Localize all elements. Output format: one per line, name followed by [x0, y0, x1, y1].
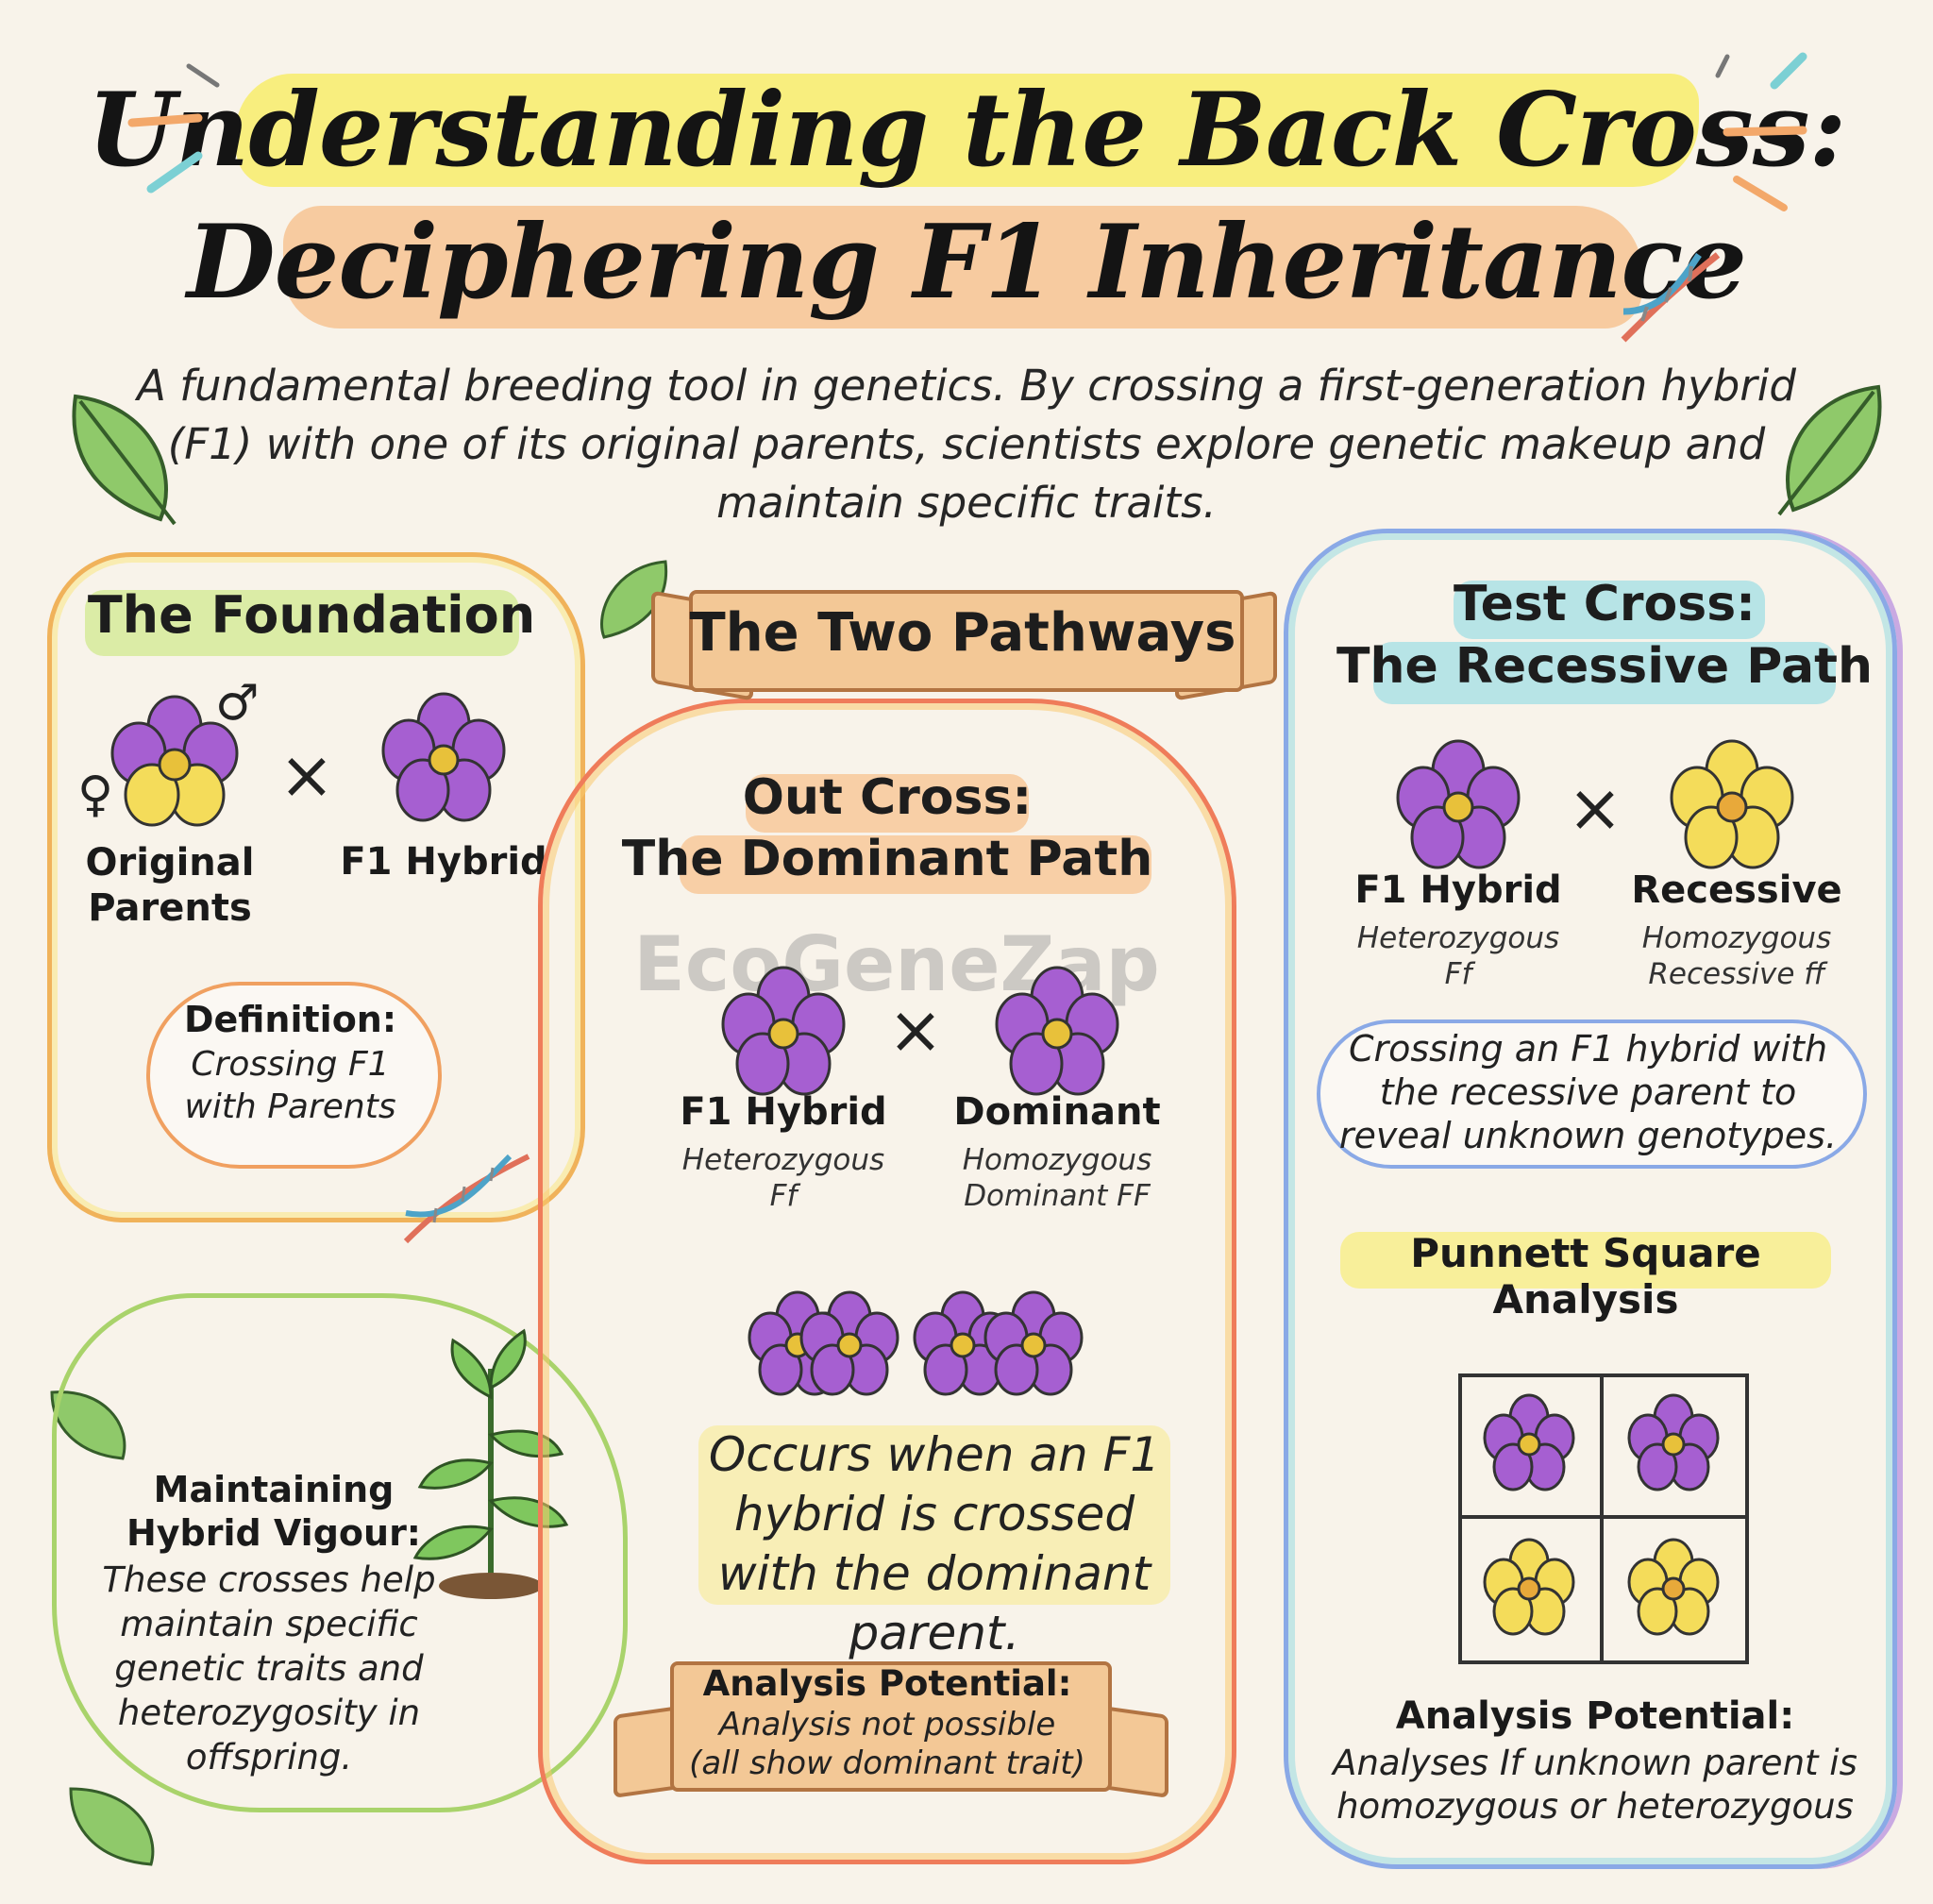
outcross-f1-label: F1 Hybrid	[680, 1090, 887, 1134]
page-title-line1: Understanding the Back Cross:	[87, 71, 1847, 190]
outcross-description: Occurs when an F1 hybrid is crossed with…	[708, 1427, 1161, 1660]
definition-bubble	[146, 982, 442, 1169]
testcross-f1-sub2: Ff	[1444, 957, 1472, 991]
outcross-dominant-label: Dominant	[953, 1090, 1161, 1134]
hybrid-vigour-panel	[52, 1293, 628, 1812]
punnett-divider	[1600, 1373, 1604, 1664]
outcross-analysis-ribbon	[670, 1661, 1112, 1792]
testcross-heading-bg	[1373, 642, 1836, 704]
outcross-description-bg	[698, 1425, 1170, 1605]
punnett-flowers-icon	[1483, 1393, 1720, 1636]
sprouting-plant-icon	[412, 1328, 569, 1599]
two-pathways-title: The Two Pathways	[689, 602, 1236, 664]
title-highlight-yellow	[236, 74, 1699, 187]
two-pathways-banner	[689, 590, 1244, 692]
foundation-heading: The Foundation	[87, 585, 536, 645]
testcross-analysis-text: Analyses If unknown parent is homozygous…	[1333, 1743, 1857, 1827]
outcross-dominant-sub1: Homozygous	[962, 1143, 1152, 1177]
test-cross-panel	[1284, 529, 1897, 1869]
dna-icon	[403, 1154, 530, 1244]
out-cross-panel	[538, 699, 1236, 1864]
outcross-heading-line2: The Dominant Path	[621, 831, 1153, 887]
outcross-analysis-line1: Analysis not possible	[718, 1706, 1056, 1744]
testcross-f1-sub1: Heterozygous	[1356, 921, 1560, 955]
outcross-f1-sub2: Ff	[769, 1179, 798, 1213]
leaf-icon	[72, 394, 176, 526]
definition-text: Crossing F1 with Parents	[184, 1045, 396, 1126]
outcross-heading-bg	[746, 774, 1029, 833]
definition-title: Definition:	[183, 999, 397, 1040]
punnett-divider	[1458, 1515, 1749, 1519]
testcross-description-bubble	[1317, 1019, 1867, 1169]
foundation-heading-bg	[85, 590, 519, 656]
punnett-title: Punnett Square Analysis	[1410, 1230, 1761, 1323]
original-parents-label: Original Parents	[85, 841, 255, 930]
purple-yellow-flower-icon	[110, 695, 239, 827]
outcross-analysis-title: Analysis Potential:	[702, 1663, 1072, 1704]
cross-symbol: ×	[278, 736, 335, 814]
testcross-recessive-sub1: Homozygous	[1641, 921, 1832, 955]
purple-flower-icon	[721, 966, 846, 1096]
testcross-analysis-title: Analysis Potential:	[1395, 1694, 1795, 1738]
purple-flower-icon	[995, 966, 1119, 1096]
spark-right-icon	[1715, 52, 1807, 211]
cross-symbol: ×	[887, 991, 944, 1069]
testcross-heading-bg	[1454, 581, 1765, 639]
purple-flower-icon	[1396, 739, 1521, 869]
spark-left-icon	[127, 63, 220, 194]
punnett-title-bg	[1340, 1232, 1831, 1289]
leaf-icon	[69, 1787, 155, 1866]
f1-hybrid-label: F1 Hybrid	[340, 840, 547, 884]
intro-subtitle: A fundamental breeding tool in genetics.…	[137, 361, 1796, 528]
testcross-f1-label: F1 Hybrid	[1354, 868, 1562, 912]
female-symbol-icon: ♀	[77, 767, 114, 823]
male-symbol-icon: ♂	[215, 675, 260, 732]
outcross-dominant-sub2: Dominant FF	[964, 1179, 1151, 1213]
page-title-line2: Deciphering F1 Inheritance	[187, 203, 1747, 322]
testcross-heading-line2: The Recessive Path	[1336, 638, 1873, 695]
testcross-recessive-sub2: Recessive ff	[1648, 957, 1825, 991]
purple-flower-icon	[381, 692, 506, 822]
outcross-heading-line1: Out Cross:	[742, 769, 1033, 826]
offspring-flowers-icon	[748, 1290, 1084, 1396]
vigour-title: Maintaining Hybrid Vigour:	[126, 1469, 422, 1554]
cross-symbol: ×	[1567, 769, 1623, 847]
punnett-square	[1458, 1373, 1749, 1664]
title-highlight-orange	[283, 206, 1642, 329]
outcross-heading-bg	[680, 835, 1151, 894]
outcross-f1-sub1: Heterozygous	[681, 1143, 885, 1177]
testcross-heading-line1: Test Cross:	[1454, 576, 1756, 632]
yellow-flower-icon	[1670, 739, 1794, 869]
testcross-description: Crossing an F1 hybrid with the recessive…	[1338, 1028, 1838, 1156]
vigour-text: These crosses help maintain specific gen…	[102, 1559, 436, 1778]
dna-icon	[1621, 252, 1721, 343]
outcross-analysis-line2: (all show dominant trait)	[689, 1744, 1085, 1782]
leaf-icon	[1777, 384, 1882, 516]
testcross-recessive-label: Recessive	[1631, 868, 1842, 912]
